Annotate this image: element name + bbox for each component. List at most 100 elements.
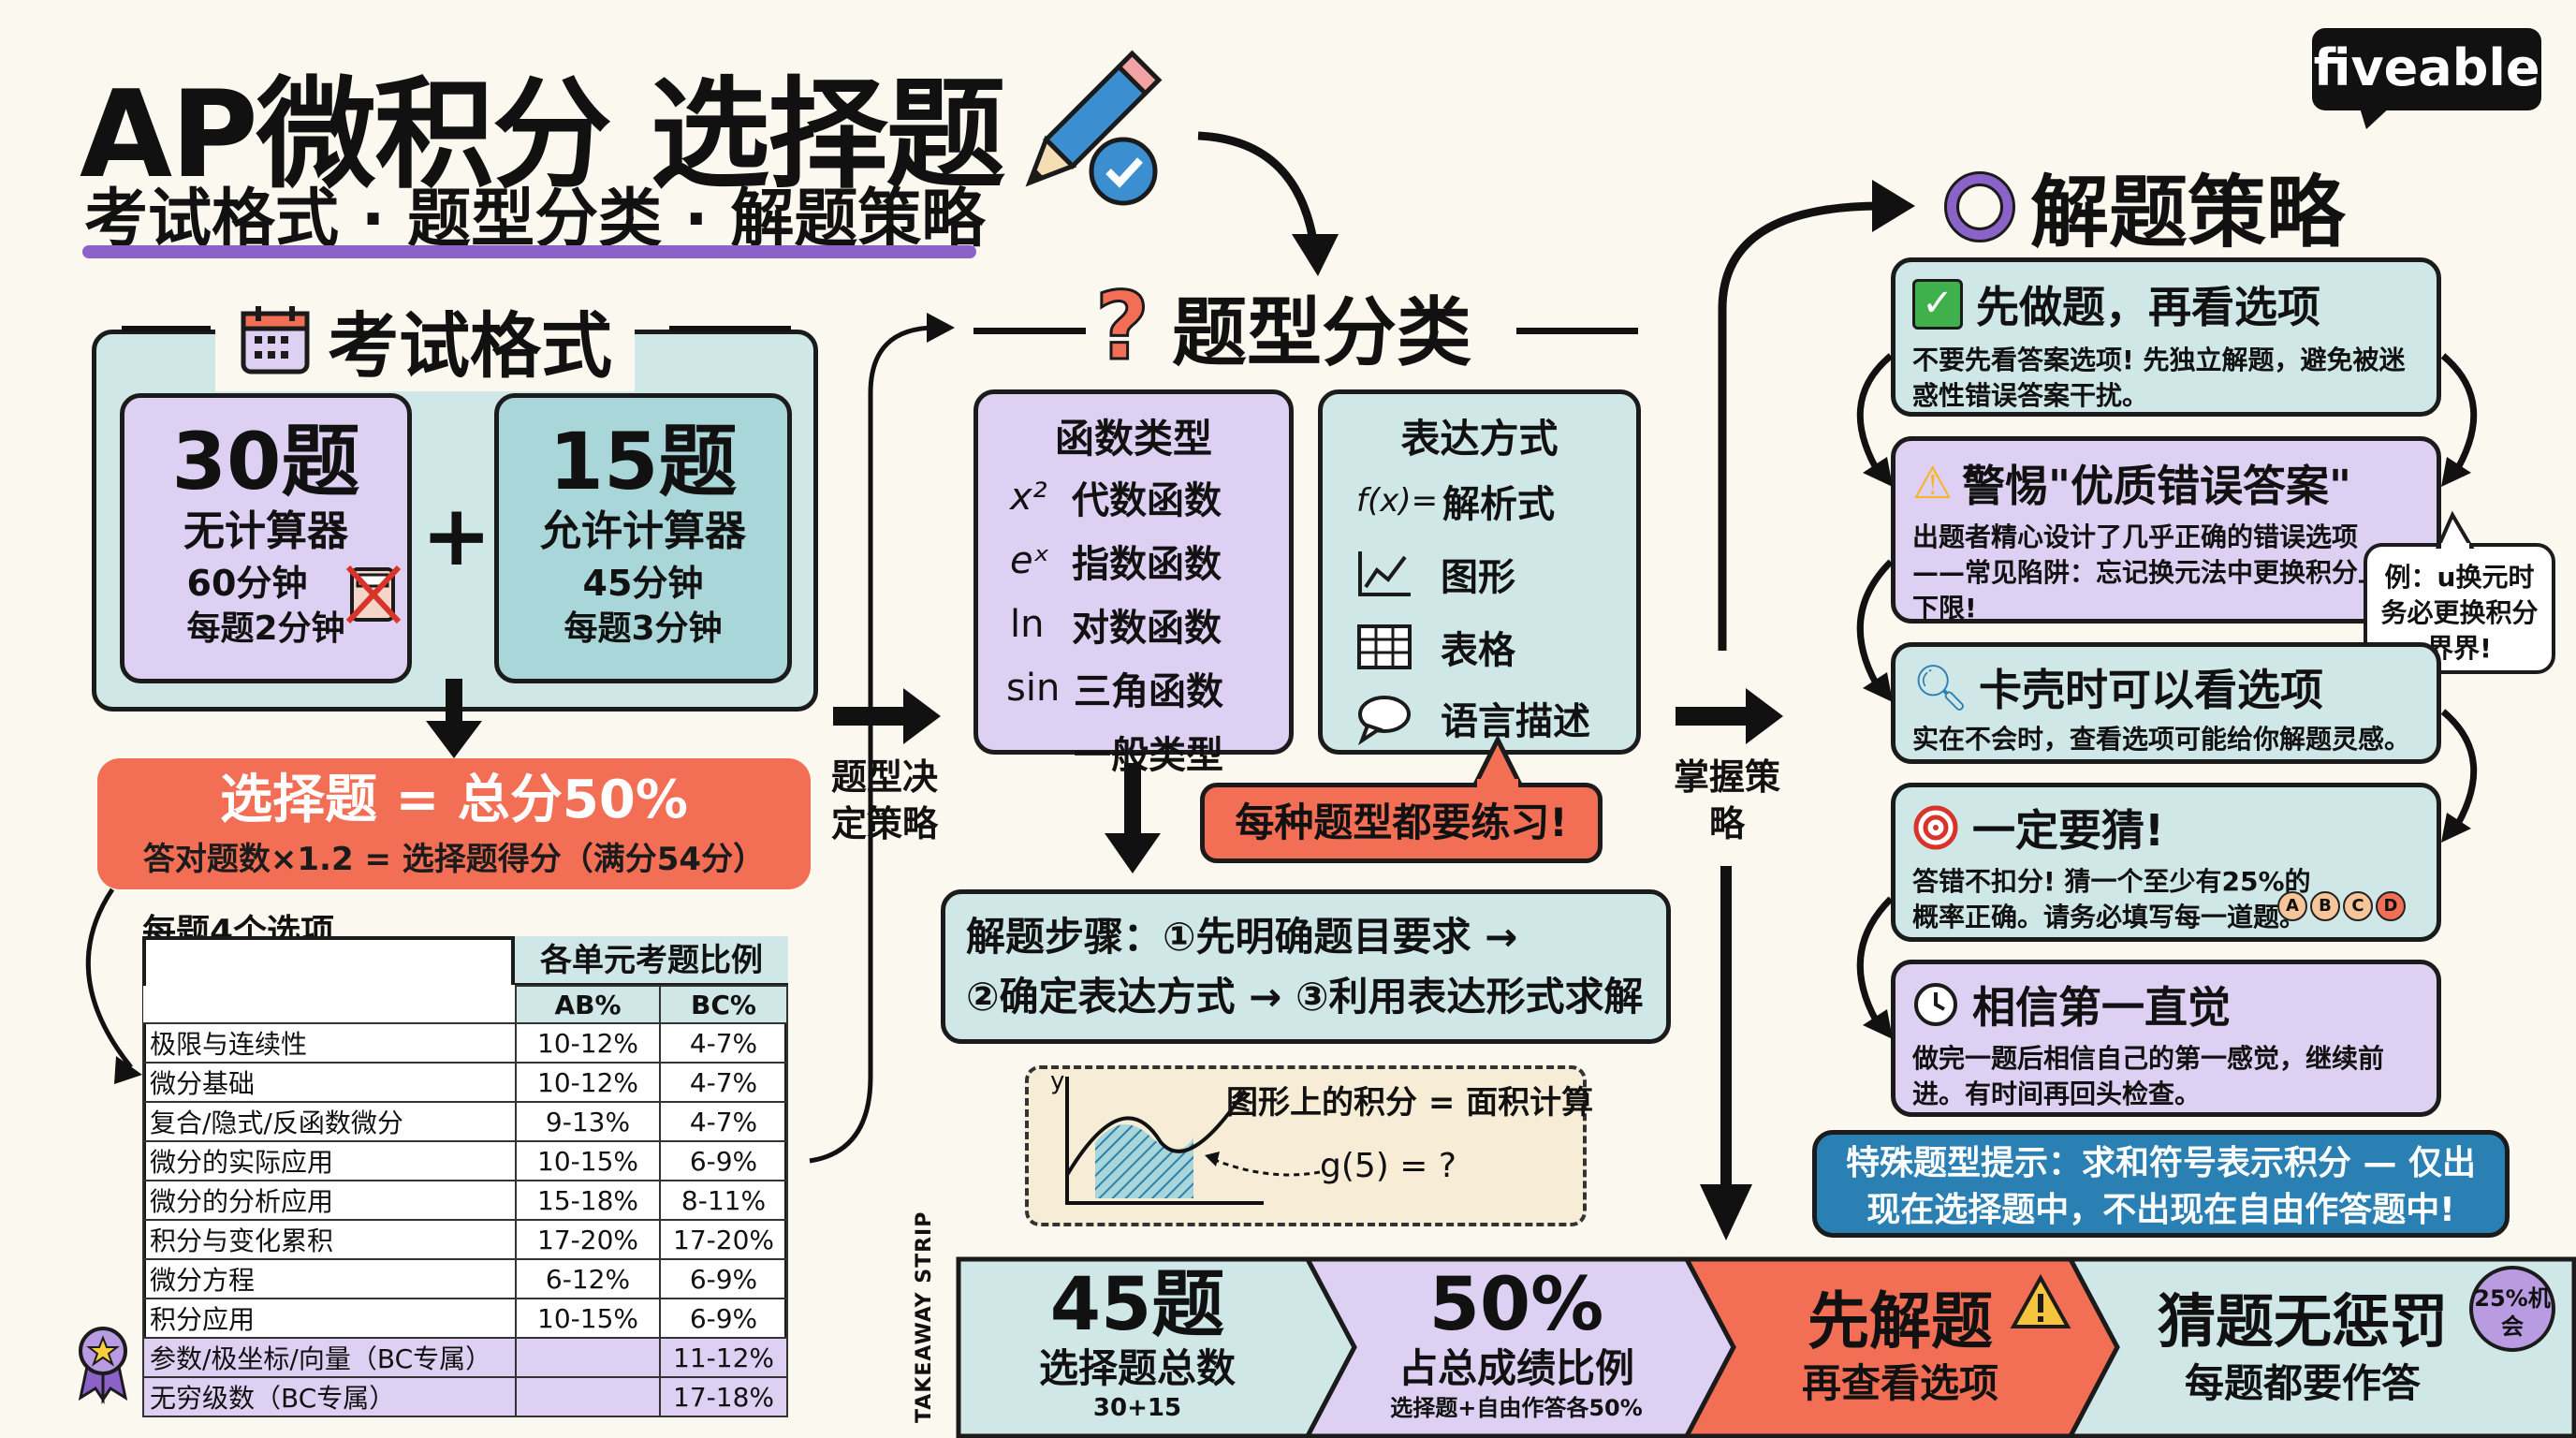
brand-name: fiveable bbox=[2313, 38, 2540, 97]
option-c: C bbox=[2343, 891, 2373, 921]
heading-rule-left bbox=[122, 326, 211, 331]
row-bc: 4-7% bbox=[659, 1101, 788, 1142]
takeaway-small: 选择题+自由作答各50% bbox=[1390, 1395, 1643, 1421]
score-sub: 答对题数×1.2 = 选择题得分（满分54分） bbox=[142, 841, 766, 878]
row-ab: 9-13% bbox=[515, 1101, 661, 1142]
strategy-flow-arrows-right bbox=[2440, 353, 2478, 843]
special-tip-banner: 特殊题型提示：求和符号表示积分 — 仅出现在选择题中，不出现在自由作答题中! bbox=[1812, 1130, 2510, 1238]
connector-right-label: 掌握策略 bbox=[1673, 756, 1780, 844]
exam-format-heading: 考试格式 bbox=[215, 288, 635, 391]
clock-icon bbox=[1914, 983, 1957, 1026]
bubble-tail bbox=[2435, 510, 2475, 550]
row-bc: 17-20% bbox=[659, 1219, 788, 1260]
callout-tail bbox=[1471, 734, 1525, 788]
strategy-item-desc: 做完一题后相信自己的第一感觉，继续前进。有时间再回头检查。 bbox=[1912, 1043, 2385, 1109]
takeaway-cell-4: 猜题无惩罚 每题都要作答 bbox=[2134, 1284, 2471, 1408]
part2-calc: 允许计算器 bbox=[540, 507, 746, 555]
arrow-down-format bbox=[426, 679, 482, 758]
arrow-to-table bbox=[85, 888, 142, 1084]
expression-type-card: 表达方式 f(x)=解析式 图形 表格 语言描述 bbox=[1318, 389, 1641, 755]
function-type-title: 函数类型 bbox=[1054, 416, 1212, 462]
table-row: 参数/极坐标/向量（BC专属）11-12% bbox=[142, 1337, 788, 1378]
row-ab: 10-12% bbox=[515, 1022, 661, 1064]
logo-tail bbox=[2359, 105, 2393, 129]
takeaway-mid: 选择题总数 bbox=[1038, 1345, 1236, 1391]
strategy-item-title: 先做题，再看选项 bbox=[1976, 282, 2320, 332]
takeaway-big: 猜题无惩罚 bbox=[2157, 1287, 2448, 1356]
strategy-item-5: 相信第一直觉 做完一题后相信自己的第一感觉，继续前进。有时间再回头检查。 bbox=[1891, 960, 2441, 1117]
takeaway-mid: 占总成绩比例 bbox=[1398, 1345, 1634, 1391]
part1-card: 30题 无计算器 60分钟 每题2分钟 bbox=[120, 393, 412, 683]
steps-line-2: ②确定表达方式 → ③利用表达形式求解 bbox=[966, 974, 1644, 1020]
row-name: 积分应用 bbox=[142, 1298, 517, 1339]
row-ab: 6-12% bbox=[515, 1258, 661, 1299]
page-title: AP微积分 选择题 bbox=[80, 66, 1005, 205]
col-bc: BC% bbox=[659, 985, 788, 1024]
part2-per: 每题3分钟 bbox=[564, 609, 723, 648]
award-icon bbox=[78, 1327, 128, 1404]
takeaway-cell-1: 45题 选择题总数 30+15 bbox=[973, 1266, 1301, 1423]
row-name: 参数/极坐标/向量（BC专属） bbox=[142, 1337, 517, 1378]
row-bc: 6-9% bbox=[659, 1258, 788, 1299]
part1-per: 每题2分钟 bbox=[186, 609, 345, 648]
no-calculator-icon bbox=[345, 565, 402, 624]
expr-symbol: f(x)= bbox=[1356, 482, 1439, 520]
takeaway-label: TAKEAWAY STRIP bbox=[913, 1211, 936, 1423]
func-label: 代数函数 bbox=[1072, 479, 1222, 522]
table-row: 无穷级数（BC专属）17-18% bbox=[142, 1376, 788, 1417]
guess-options: A B C D bbox=[2275, 891, 2406, 921]
calendar-icon bbox=[241, 306, 310, 374]
takeaway-big: 先解题 bbox=[1808, 1285, 1993, 1357]
arrow-down-types bbox=[1105, 763, 1161, 873]
plus-sign: + bbox=[421, 487, 492, 585]
strategy-item-desc: 实在不会时，查看选项可能给你解题灵感。 bbox=[1912, 724, 2411, 755]
row-ab: 10-15% bbox=[515, 1298, 661, 1339]
score-banner: 选择题 = 总分50% 答对题数×1.2 = 选择题得分（满分54分） bbox=[97, 758, 811, 889]
graph-dotted-arrow bbox=[1205, 1152, 1321, 1177]
takeaway-mid: 再查看选项 bbox=[1801, 1360, 1998, 1406]
expr-item: 图形 bbox=[1356, 547, 1636, 601]
part1-time: 60分钟 bbox=[186, 563, 308, 604]
brand-logo: fiveable bbox=[2312, 28, 2541, 110]
row-bc: 6-9% bbox=[659, 1298, 788, 1339]
takeaway-mid: 每题都要作答 bbox=[2184, 1360, 2421, 1406]
solve-steps-box: 解题步骤：①先明确题目要求 → ②确定表达方式 → ③利用表达形式求解 bbox=[941, 889, 1671, 1044]
func-label: 指数函数 bbox=[1072, 543, 1222, 586]
arrow-types-to-strategy bbox=[1676, 688, 1783, 744]
strategy-item-1: ✓ 先做题，再看选项 不要先看答案选项! 先独立解题，避免被迷惑性错误答案干扰。 bbox=[1891, 257, 2441, 417]
types-rule-right bbox=[1516, 328, 1638, 334]
example-bubble: 例：u换元时务必更换积分界界! bbox=[2364, 543, 2555, 674]
strategy-item-desc: 出题者精心设计了几乎正确的错误选项——常见陷阱：忘记换元法中更换积分上下限! bbox=[1912, 521, 2385, 624]
func-label: 三角函数 bbox=[1074, 670, 1223, 713]
subtitle-underline bbox=[82, 245, 976, 258]
row-name: 极限与连续性 bbox=[142, 1022, 517, 1064]
row-bc: 4-7% bbox=[659, 1022, 788, 1064]
row-name: 微分的分析应用 bbox=[142, 1180, 517, 1221]
strategy-item-title: 警惕"优质错误答案" bbox=[1962, 461, 2351, 511]
part2-count: 15题 bbox=[549, 416, 738, 507]
row-bc: 8-11% bbox=[659, 1180, 788, 1221]
row-ab: 10-12% bbox=[515, 1062, 661, 1103]
expr-label: 解析式 bbox=[1442, 483, 1555, 526]
option-b: B bbox=[2310, 891, 2340, 921]
types-heading: ? 题型分类 bbox=[1093, 271, 1471, 383]
check-icon: ✓ bbox=[1912, 279, 1963, 330]
expression-type-title: 表达方式 bbox=[1400, 416, 1559, 462]
exam-format-title: 考试格式 bbox=[328, 304, 612, 388]
page-subtitle: 考试格式 · 题型分类 · 解题策略 bbox=[84, 183, 986, 257]
expr-label: 表格 bbox=[1441, 629, 1515, 672]
graph-icon bbox=[1358, 551, 1411, 596]
strategy-heading: 解题策略 bbox=[1942, 150, 2345, 263]
col-ab: AB% bbox=[515, 985, 661, 1024]
func-symbol: ln bbox=[1010, 603, 1045, 646]
part1-count: 30题 bbox=[171, 416, 360, 507]
arrow-header-to-types bbox=[1197, 131, 1339, 276]
